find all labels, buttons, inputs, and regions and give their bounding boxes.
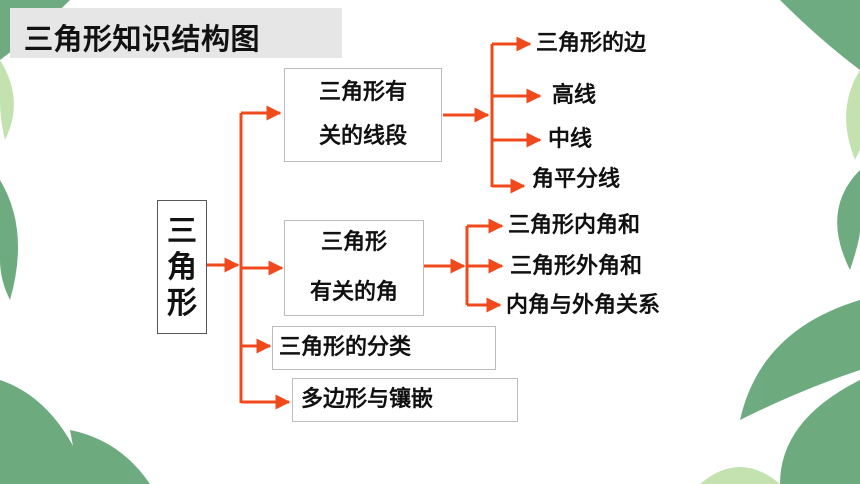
leaf-interior-sum: 三角形内角和 (508, 213, 641, 238)
classification-label: 三角形的分类 (279, 335, 412, 360)
title-banner: 三角形知识结构图 (10, 8, 342, 58)
segments-line-2: 关的线段 (318, 124, 407, 149)
angles-line-2: 有关的角 (309, 280, 398, 305)
polygon-label: 多边形与镶嵌 (301, 387, 434, 412)
leaf-exterior-sum: 三角形外角和 (510, 254, 643, 279)
segments-node: 三角形有 关的线段 (284, 68, 442, 162)
root-char-2: 角 (167, 250, 197, 285)
leaf-altitude: 高线 (552, 83, 597, 108)
root-char-3: 形 (167, 286, 197, 321)
diagram-title: 三角形知识结构图 (24, 22, 261, 56)
classification-node: 三角形的分类 (272, 326, 496, 370)
leaf-median: 中线 (548, 127, 593, 152)
leaf-bisector: 角平分线 (532, 167, 621, 192)
root-char-1: 三 (167, 214, 197, 249)
leaf-side: 三角形的边 (536, 31, 647, 56)
segments-line-1: 三角形有 (318, 80, 407, 105)
angles-node: 三角形 有关的角 (284, 220, 424, 316)
polygon-node: 多边形与镶嵌 (292, 378, 518, 422)
root-node: 三 角 形 (157, 200, 207, 334)
angles-line-1: 三角形 (320, 230, 387, 255)
leaf-relation: 内角与外角关系 (506, 293, 661, 318)
